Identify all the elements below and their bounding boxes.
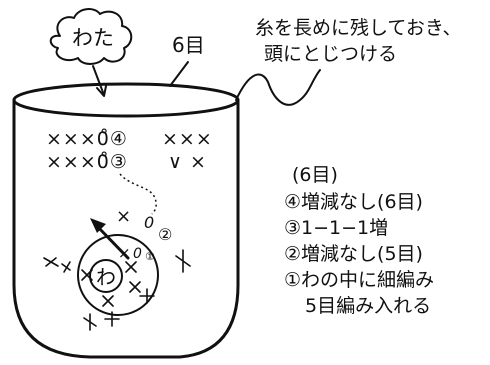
row4-left: ×××0̊④ bbox=[46, 128, 128, 150]
yarn-note-line-2: 頭にとじつける bbox=[264, 43, 397, 65]
round2-stitches bbox=[43, 249, 191, 331]
row2-chain: 0 bbox=[144, 213, 154, 232]
row2-stitch: × bbox=[116, 206, 131, 227]
row3-right: ∨ × bbox=[168, 151, 207, 173]
round1-stitches bbox=[81, 261, 141, 307]
pouch-rim bbox=[12, 82, 240, 118]
cloud-arrow-head bbox=[96, 85, 107, 97]
legend-row2: ②増減なし(5目) bbox=[284, 243, 423, 265]
row3-left: ×××0̊③ bbox=[46, 151, 128, 173]
row1-marker: ① bbox=[145, 250, 155, 263]
stitch-count-leader bbox=[169, 61, 189, 87]
direction-arrow-head bbox=[90, 218, 106, 233]
yarn-tail bbox=[235, 69, 321, 106]
cloud-shape bbox=[49, 8, 133, 65]
legend-row1: ①わの中に細編み bbox=[284, 269, 435, 291]
yarn-note-line-1: 糸を長めに残しておき、 bbox=[255, 17, 462, 39]
ring-label: わ bbox=[96, 265, 116, 289]
round-connector-dotted bbox=[119, 173, 157, 215]
row4-right: ××× bbox=[162, 128, 213, 150]
cloud-label: わた bbox=[72, 26, 114, 50]
magic-ring-outer bbox=[77, 234, 159, 316]
row1-chain: 0 bbox=[133, 246, 142, 262]
direction-arrow-line bbox=[94, 223, 130, 260]
legend-total: (6目) bbox=[292, 164, 338, 186]
row2-marker: ② bbox=[158, 225, 172, 244]
cloud-arrow-line bbox=[92, 65, 105, 96]
legend-row3: ③1−1−1増 bbox=[284, 217, 389, 239]
pouch-outline bbox=[12, 98, 240, 359]
stitch-count-label: 6目 bbox=[172, 33, 205, 57]
magic-ring-inner bbox=[89, 259, 123, 293]
legend-row4: ④増減なし(6目) bbox=[284, 191, 423, 213]
legend-row1-cont: 5目編み入れる bbox=[305, 295, 432, 317]
